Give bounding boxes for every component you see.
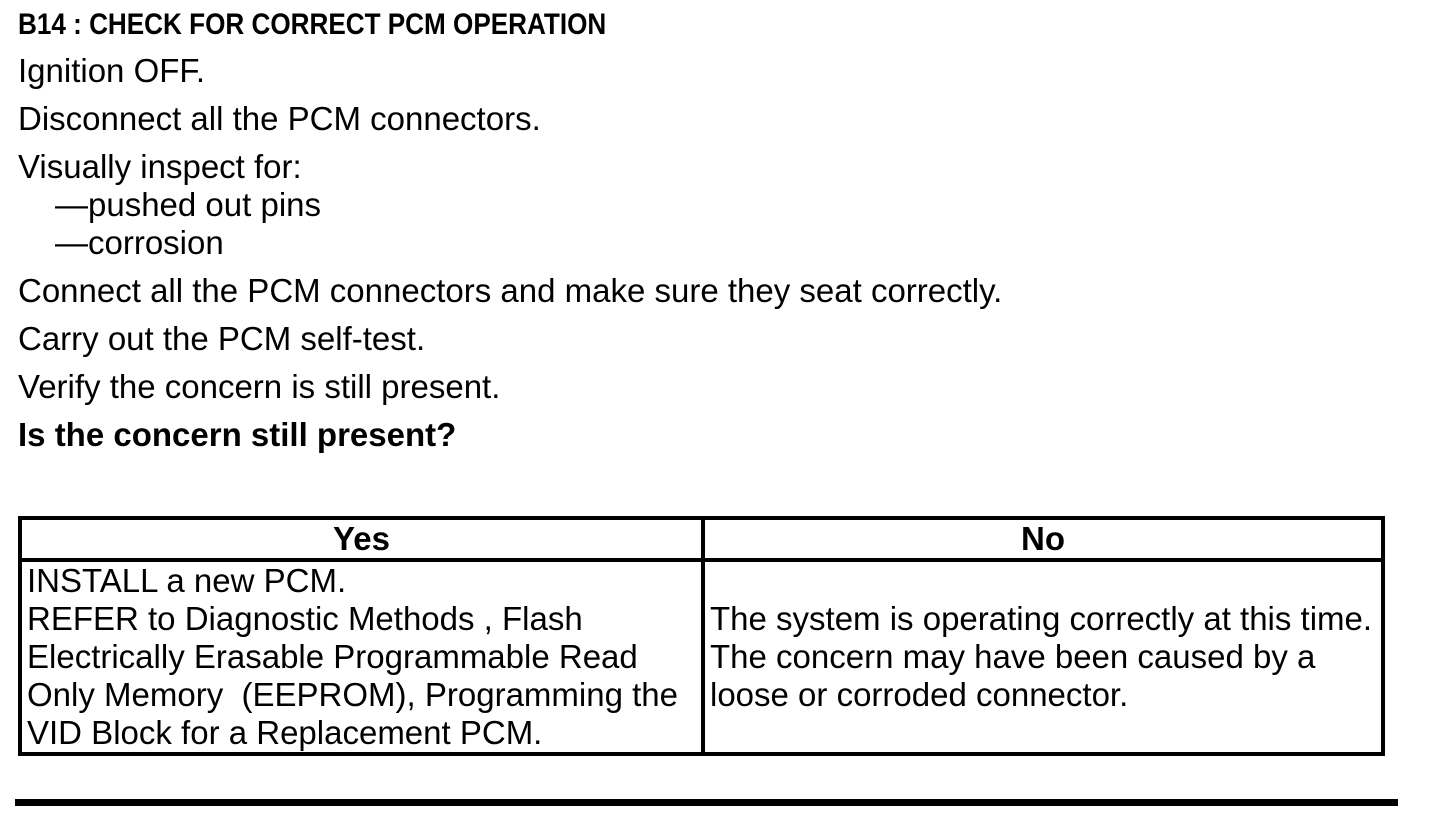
yes-action-line: Electrically Erasable Programmable Read — [27, 638, 638, 675]
yes-action-line: INSTALL a new PCM. — [27, 562, 347, 599]
yes-action-line: VID Block for a Replacement PCM. — [27, 714, 543, 751]
inspect-item-pushed-out-pins: —pushed out pins — [55, 186, 322, 223]
decision-question: Is the concern still present? — [18, 416, 457, 453]
step-ignition-off: Ignition OFF. — [18, 52, 206, 89]
yes-action-line: Only Memory (EEPROM), Programming the — [27, 676, 678, 713]
yes-action-cell: INSTALL a new PCM. REFER to Diagnostic M… — [20, 560, 703, 754]
inspect-item-corrosion: —corrosion — [55, 224, 224, 261]
yes-action-line: REFER to Diagnostic Methods , Flash — [27, 600, 583, 637]
procedure-title-text: B14 : CHECK FOR CORRECT PCM OPERATION — [18, 8, 607, 41]
step-verify-concern: Verify the concern is still present. — [18, 368, 501, 405]
step-disconnect-connectors: Disconnect all the PCM connectors. — [18, 100, 541, 137]
yes-column-header: Yes — [20, 518, 703, 562]
step-connect-connectors: Connect all the PCM connectors and make … — [18, 272, 1003, 309]
step-visually-inspect: Visually inspect for: — [18, 148, 302, 185]
procedure-title: B14 : CHECK FOR CORRECT PCM OPERATION — [18, 8, 1440, 42]
no-action-line: The system is operating correctly at thi… — [710, 600, 1373, 637]
no-action-cell: The system is operating correctly at thi… — [701, 560, 1383, 754]
no-column-header: No — [701, 518, 1383, 562]
step-self-test: Carry out the PCM self-test. — [18, 320, 426, 357]
decision-table-body-row: INSTALL a new PCM. REFER to Diagnostic M… — [20, 560, 1383, 754]
decision-table: Yes No INSTALL a new PCM. REFER to Diagn… — [18, 516, 1385, 756]
page-bottom-rule — [15, 799, 1398, 806]
decision-table-header-row: Yes No — [20, 518, 1383, 562]
no-action-line: The concern may have been caused by a — [710, 638, 1316, 675]
no-action-line: loose or corroded connector. — [710, 676, 1129, 713]
